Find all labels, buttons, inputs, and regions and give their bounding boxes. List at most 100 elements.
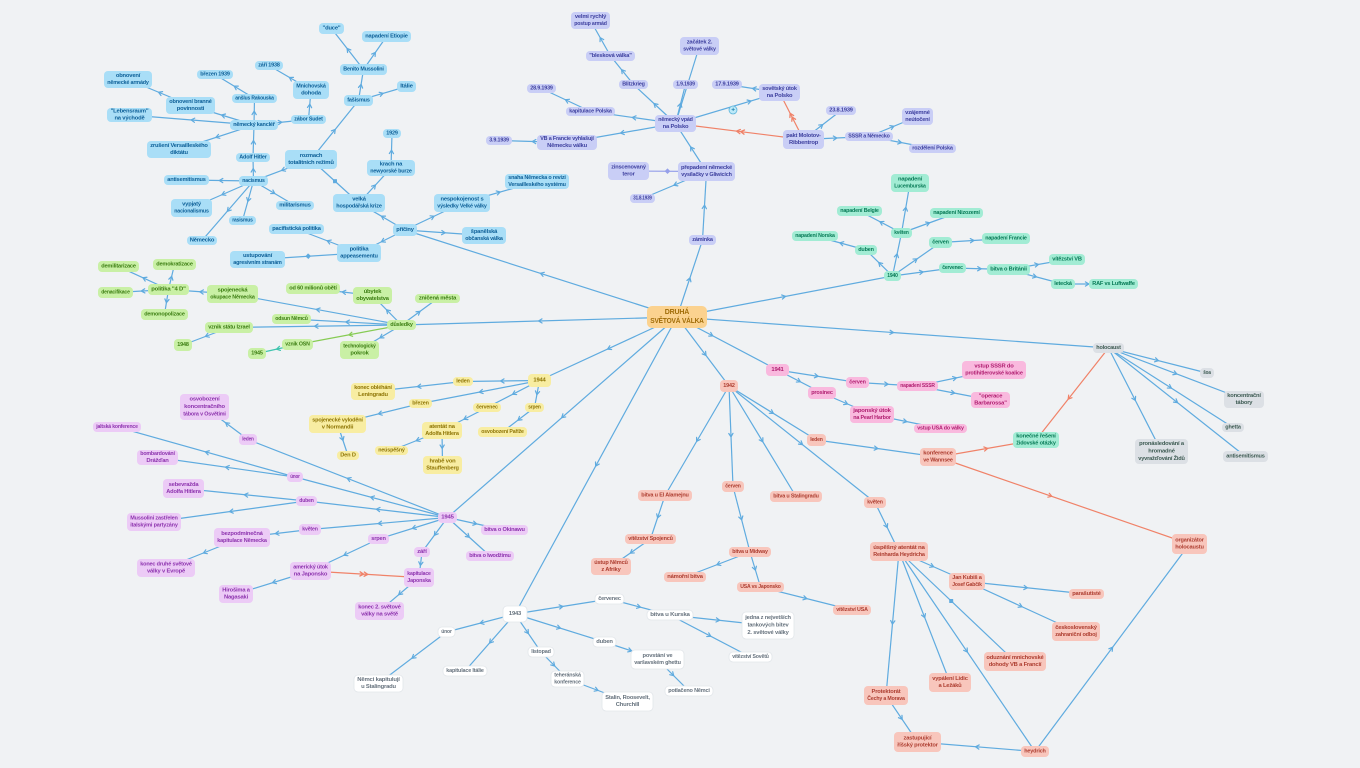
svg-text:teror: teror [622,172,635,178]
svg-text:začátek 2.: začátek 2. [687,39,713,45]
svg-text:Německu válku: Německu válku [547,143,588,149]
svg-text:nacionalismus: nacionalismus [174,209,209,215]
svg-text:Mnichovská: Mnichovská [296,83,326,89]
svg-text:Adolfa Hitlera: Adolfa Hitlera [166,489,201,495]
svg-text:bitva o Británii: bitva o Británii [990,267,1027,273]
svg-text:u Stalingradu: u Stalingradu [361,684,396,690]
svg-text:technologický: technologický [343,343,376,349]
svg-text:demilitarizace: demilitarizace [101,264,136,270]
svg-text:osvobození Paříže: osvobození Paříže [481,429,524,435]
svg-text:na Polsko: na Polsko [663,124,689,130]
svg-text:zrušení Versailleského: zrušení Versailleského [150,143,208,149]
svg-text:šoa: šoa [1203,370,1211,376]
svg-text:teheránská: teheránská [554,672,581,678]
svg-text:koncentračního: koncentračního [184,404,225,410]
svg-text:tábory: tábory [1236,400,1254,406]
svg-text:přepadení německé: přepadení německé [681,165,733,171]
svg-text:vznik státu Izrael: vznik státu Izrael [208,325,250,331]
svg-text:sebevražda: sebevražda [169,482,200,488]
svg-text:války na světě: války na světě [361,612,399,618]
svg-text:2. světové války: 2. světové války [747,630,789,636]
svg-text:Hirošima a: Hirošima a [222,587,250,593]
svg-text:1945: 1945 [251,351,263,357]
svg-text:1941: 1941 [771,367,784,373]
svg-text:duben: duben [858,247,874,253]
svg-text:Blitzkrieg: Blitzkrieg [622,82,645,88]
svg-text:snaha Německa o revizi: snaha Německa o revizi [508,175,566,181]
svg-text:RAF vs Luftwaffe: RAF vs Luftwaffe [1092,281,1135,287]
svg-text:Adolf Hitler: Adolf Hitler [239,155,267,161]
svg-text:koncentrační: koncentrační [1227,393,1261,399]
svg-text:VB a Francie vyhlašují: VB a Francie vyhlašují [540,136,594,142]
svg-text:a Ležáků: a Ležáků [938,682,962,689]
svg-text:úspěšný atentát na: úspěšný atentát na [873,545,925,551]
svg-text:obyvatelstva: obyvatelstva [356,296,389,302]
svg-text:28.9.1939: 28.9.1939 [530,86,553,92]
svg-text:hrabě von: hrabě von [429,458,456,464]
svg-text:nacismus: nacismus [242,178,265,184]
svg-text:1945: 1945 [441,515,454,521]
svg-text:vypjatý: vypjatý [182,201,202,207]
svg-text:bombardování: bombardování [140,451,175,457]
svg-text:výsledky Velké války: výsledky Velké války [437,204,487,210]
svg-text:kapitulace Itálie: kapitulace Itálie [446,668,484,674]
svg-text:17.9.1939: 17.9.1939 [715,82,739,88]
svg-text:osvobození: osvobození [189,397,220,403]
svg-text:holocaustu: holocaustu [1175,545,1204,551]
svg-text:hospodářská krize: hospodářská krize [336,204,382,210]
svg-text:Drážďan: Drážďan [146,458,169,464]
svg-text:vítězství USA: vítězství USA [836,607,868,613]
svg-text:Den D: Den D [340,453,356,459]
svg-text:neútočení: neútočení [905,117,930,123]
svg-text:krach na: krach na [380,161,403,167]
svg-text:červenec: červenec [942,265,963,271]
svg-text:povstání ve: povstání ve [643,653,674,659]
svg-text:japonský útok: japonský útok [852,408,891,414]
svg-text:zastupující: zastupující [904,735,933,741]
svg-text:Němci kapitulují: Němci kapitulují [357,677,400,683]
svg-text:3.9.1939: 3.9.1939 [489,138,509,144]
svg-text:ve Wannsee: ve Wannsee [923,458,953,464]
svg-text:letecká: letecká [1054,281,1072,287]
svg-text:vysílačky v Gliwicích: vysílačky v Gliwicích [681,172,732,178]
svg-text:obnovení branné: obnovení branné [169,99,212,105]
svg-text:bitva o Okinawu: bitva o Okinawu [484,527,525,533]
svg-text:dohoda: dohoda [301,91,322,97]
svg-text:září 1938: září 1938 [258,63,280,69]
svg-text:heydrich: heydrich [1024,749,1046,755]
svg-text:antisemitismus: antisemitismus [167,177,206,183]
svg-text:světové války: světové války [683,47,716,53]
svg-text:pakt Molotov-: pakt Molotov- [786,133,821,139]
svg-text:demonopolizace: demonopolizace [144,312,185,318]
svg-text:Itálie: Itálie [400,84,413,90]
svg-text:holocaust: holocaust [1096,345,1121,351]
svg-text:vstup USA do války: vstup USA do války [917,426,964,432]
svg-text:prosinec: prosinec [811,390,833,396]
svg-text:anšlus Rakouska: anšlus Rakouska [235,96,274,102]
svg-text:obnovení: obnovení [116,73,141,79]
svg-text:vítězství VB: vítězství VB [1052,257,1082,263]
svg-text:zinscenovaný: zinscenovaný [611,164,646,170]
svg-text:Nagasaki: Nagasaki [224,595,249,601]
svg-text:německý vpád: německý vpád [658,117,693,123]
svg-text:+: + [731,107,735,114]
svg-text:srpen: srpen [528,405,541,411]
svg-text:Adolfa Hitlera: Adolfa Hitlera [425,431,459,437]
svg-text:okupace Německa: okupace Německa [210,295,255,301]
svg-text:kapitulace: kapitulace [407,571,431,577]
svg-text:23.8.1939: 23.8.1939 [829,108,853,114]
svg-text:pronásledování a: pronásledování a [1139,441,1185,447]
svg-text:španělská: španělská [471,229,498,235]
svg-text:kapitulace Německa: kapitulace Německa [217,538,267,544]
svg-text:vstup SSSR do: vstup SSSR do [974,363,1014,369]
svg-text:"Lebensraum": "Lebensraum" [111,108,149,114]
svg-text:bitva u Stalingradu: bitva u Stalingradu [773,494,819,500]
svg-text:"blesková válka": "blesková válka" [589,53,632,59]
svg-text:červen: červen [849,380,866,386]
svg-text:napadení Etiopie: napadení Etiopie [365,34,408,40]
svg-text:1.9.1939: 1.9.1939 [676,82,695,88]
svg-text:leden: leden [242,437,254,443]
svg-text:antisemitismus: antisemitismus [1226,454,1265,460]
svg-text:velmi rychlý: velmi rychlý [575,14,607,20]
svg-text:1942: 1942 [723,383,735,389]
